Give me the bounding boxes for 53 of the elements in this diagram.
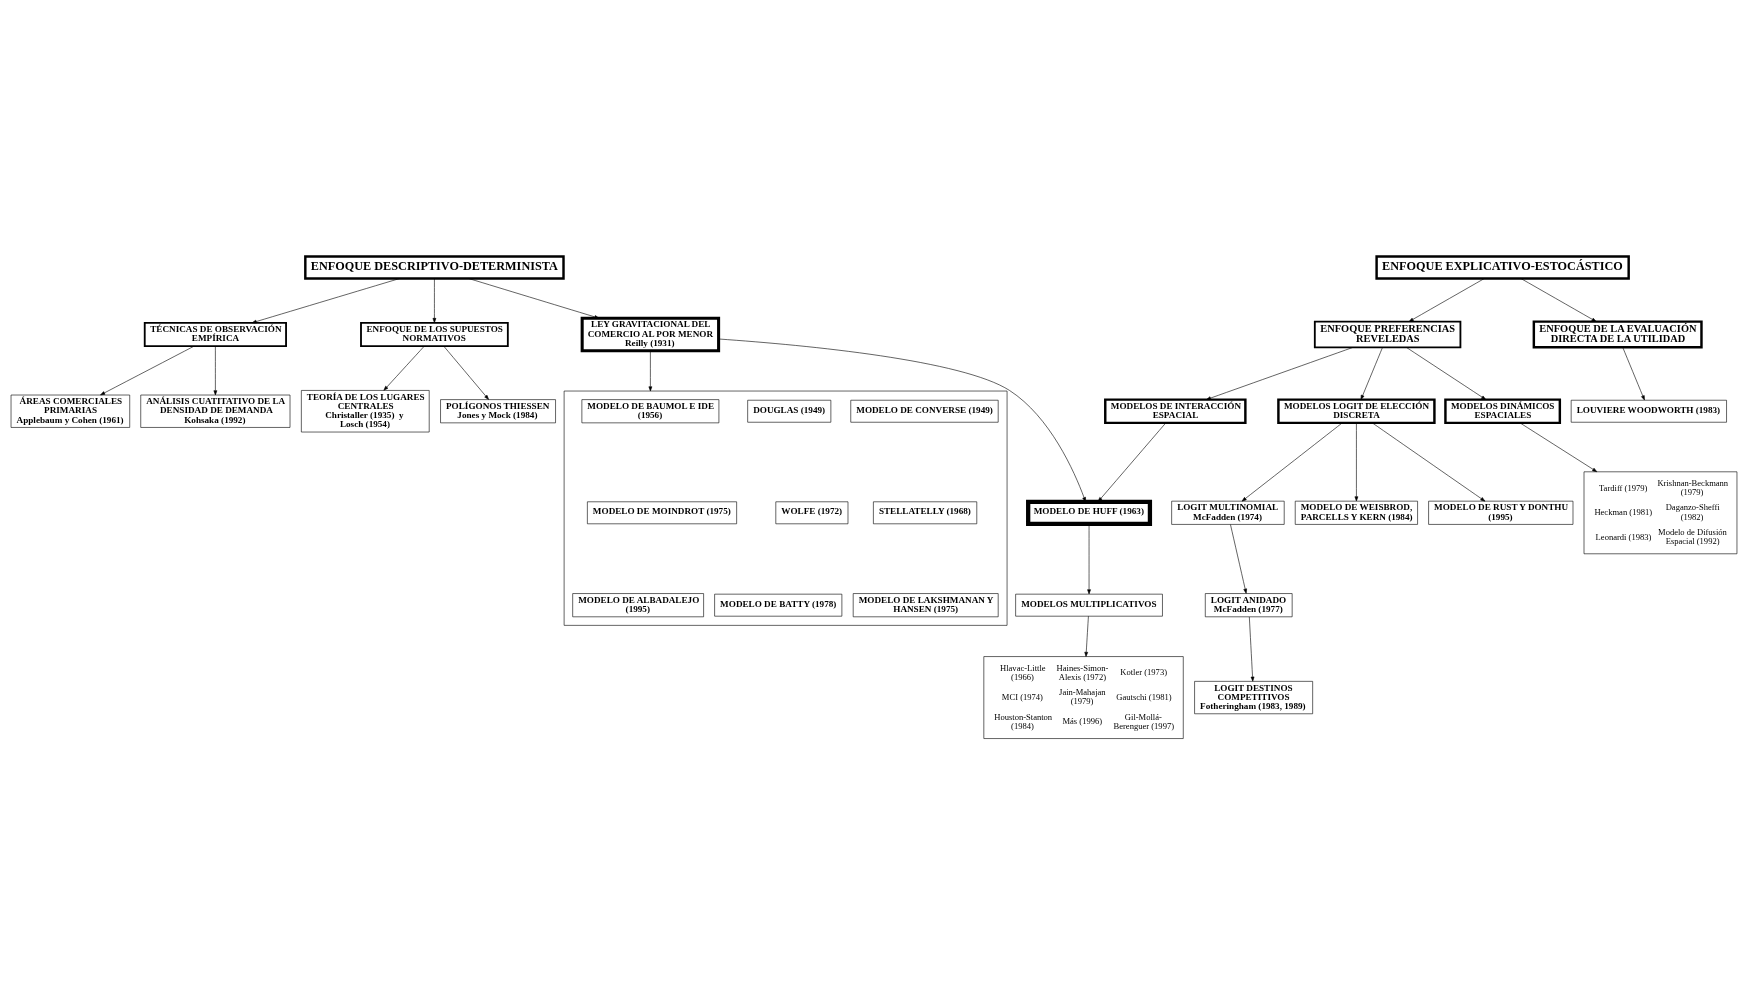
node-box: ENFOQUE DE LA EVALUACIÓN DIRECTA DE LA UTILIDAD — [1532, 320, 1703, 349]
arrow — [1408, 278, 1485, 322]
arrow — [1084, 615, 1089, 657]
node-box: TEORÍA DE LOS LUGARES CENTRALES Christaller (1935) y Losch (1954) — [301, 390, 430, 433]
arrow — [1520, 278, 1597, 322]
arrow — [213, 345, 218, 396]
arrow — [1249, 616, 1255, 682]
node-box: MODELO DE MOINDROT (1975) — [587, 501, 737, 525]
arrow — [648, 350, 653, 392]
node-box: MODELO DE LAKSHMANAN Y HANSEN (1975) — [852, 593, 999, 618]
node-box: MODELO DE BATTY (1978) — [714, 593, 843, 617]
node-box: MODELO DE ALBADALEJO (1995) — [572, 593, 704, 618]
arrow — [383, 345, 425, 391]
node-box: MODELOS LOGIT DE ELECCIÓN DISCRETA — [1277, 398, 1436, 425]
arrow — [1230, 524, 1247, 594]
node-box: ANÁLISIS CUATITATIVO DE LA DENSIDAD DE DEMANDA Kohsaka (1992) — [140, 394, 291, 428]
arrow — [432, 278, 437, 323]
node-box: POLÍGONOS THIESSEN Jones y Mock (1984) — [440, 399, 556, 424]
arrow — [1241, 422, 1343, 502]
node-box: MODELO DE WEISBROD, PARCELLS Y KERN (1984) — [1294, 500, 1418, 525]
arrow — [1406, 347, 1487, 400]
node-box: STELLATELLY (1968) — [873, 501, 978, 525]
node-box: DOUGLAS (1949) — [747, 399, 832, 423]
node-box: ENFOQUE EXPLICATIVO-ESTOCÁSTICO — [1375, 255, 1630, 280]
cluster — [563, 390, 1008, 626]
node-box: ENFOQUE DE LOS SUPUESTOS NORMATIVOS — [360, 321, 509, 347]
arrow — [1354, 422, 1359, 502]
node-box: LOGIT ANIDADO McFadden (1977) — [1205, 593, 1293, 618]
node-box: MODELO DE BAUMOL E IDE (1956) — [581, 399, 720, 424]
node-box: MODELOS DINÁMICOS ESPACIALES — [1444, 398, 1562, 425]
arrow — [100, 345, 195, 396]
arrow — [1360, 347, 1383, 400]
arrow — [251, 278, 400, 324]
node-box: LOUVIERE WOODWORTH (1983) — [1570, 399, 1727, 423]
arrow — [1622, 347, 1645, 401]
arrow — [468, 278, 600, 319]
node-box: MODELO DE CONVERSE (1949) — [850, 399, 999, 423]
node-box: MODELO DE RUST Y DONTHU (1995) — [1428, 500, 1574, 525]
node-box: ENFOQUE PREFERENCIAS REVELEDAS — [1313, 320, 1462, 349]
arrow — [1372, 422, 1486, 502]
arrow — [443, 345, 489, 400]
node-box: Hlavac-Little (1966) Haines-Simon-Alexis (1972) Kotler (1973) MCI (1974) Jain-Mahajan (1979) Gautschi (1981) Houston-Stanton (1984) Más (1996) Gil-Mollá-Berenguer (1997) — [983, 656, 1184, 739]
node-box: ENFOQUE DESCRIPTIVO-DETERMINISTA — [304, 255, 565, 280]
node-box: LOGIT DESTINOS COMPETITIVOS Fotheringham (1983, 1989) — [1194, 681, 1313, 715]
node-box: WOLFE (1972) — [775, 501, 849, 525]
arrow — [1097, 422, 1167, 502]
node-box: ÁREAS COMERCIALES PRIMARIAS Applebaum y Cohen (1961) — [10, 394, 131, 428]
arrow — [1206, 347, 1354, 400]
node-box: MODELOS MULTIPLICATIVOS — [1015, 593, 1163, 617]
arrow — [718, 338, 1086, 503]
node-box: LOGIT MULTINOMIAL McFadden (1974) — [1171, 500, 1285, 525]
arrow — [1519, 422, 1598, 472]
arrow — [1087, 523, 1091, 595]
